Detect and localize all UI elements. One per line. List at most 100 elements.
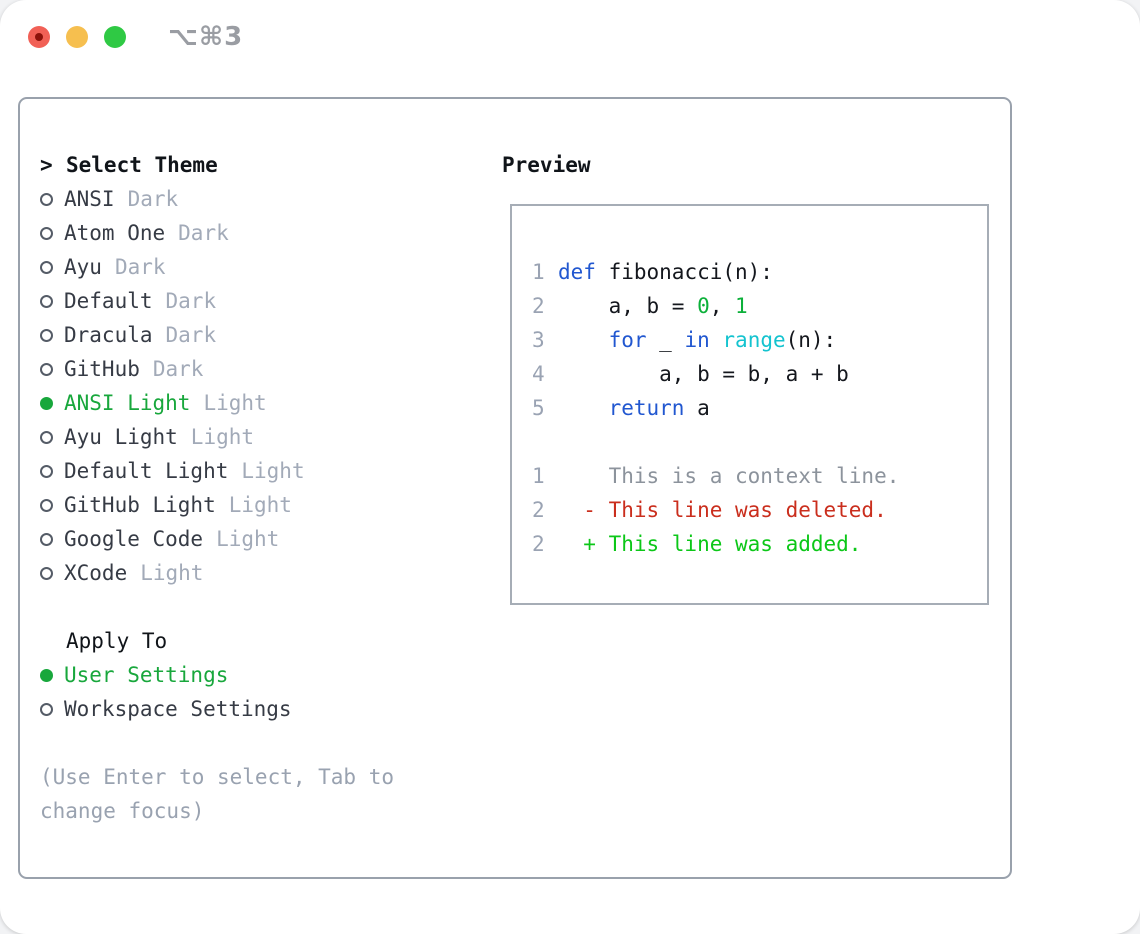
code-line: 2 a, b = 0, 1 bbox=[532, 289, 977, 323]
radio-selected-icon bbox=[40, 396, 53, 410]
code-segment: a, b = bbox=[558, 294, 698, 318]
theme-option-ansi[interactable]: ANSI Dark bbox=[40, 182, 480, 216]
theme-option-label: XCode bbox=[64, 561, 128, 585]
radio-unselected-icon bbox=[40, 362, 53, 376]
apply-option-workspace-settings[interactable]: Workspace Settings bbox=[40, 692, 480, 726]
code-line: 5 return a bbox=[532, 391, 977, 425]
spacer bbox=[40, 726, 480, 760]
apply-option-label: User Settings bbox=[64, 663, 229, 687]
line-number bbox=[532, 226, 545, 250]
theme-option-label: Atom One bbox=[64, 221, 166, 245]
theme-option-label: Google Code bbox=[64, 527, 204, 551]
code-segment: + This line was added. bbox=[558, 532, 862, 556]
spacer bbox=[40, 590, 480, 624]
line-number bbox=[532, 430, 545, 454]
theme-option-label: Ayu bbox=[64, 255, 102, 279]
theme-option-tag: Dark bbox=[127, 187, 179, 211]
theme-option-tag: Light bbox=[241, 459, 305, 483]
minimize-button[interactable] bbox=[66, 26, 88, 48]
maximize-button[interactable] bbox=[104, 26, 126, 48]
code-segment bbox=[558, 396, 609, 420]
code-line bbox=[532, 221, 977, 255]
theme-option-github-light[interactable]: GitHub Light Light bbox=[40, 488, 480, 522]
code-line: 2 - This line was deleted. bbox=[532, 493, 977, 527]
theme-option-label: ANSI bbox=[64, 187, 115, 211]
apply-to-header: Apply To bbox=[40, 624, 480, 658]
line-number: 4 bbox=[532, 362, 545, 386]
radio-unselected-icon bbox=[40, 566, 53, 580]
code-segment bbox=[558, 328, 609, 352]
code-line: 1 This is a context line. bbox=[532, 459, 977, 493]
apply-option-user-settings[interactable]: User Settings bbox=[40, 658, 480, 692]
theme-option-tag: Light bbox=[140, 561, 204, 585]
radio-unselected-icon bbox=[40, 260, 53, 274]
code-line: 2 + This line was added. bbox=[532, 527, 977, 561]
line-number: 3 bbox=[532, 328, 545, 352]
radio-unselected-icon bbox=[40, 430, 53, 444]
theme-option-label: Ayu Light bbox=[64, 425, 178, 449]
radio-unselected-icon bbox=[40, 328, 53, 342]
theme-option-ansi-light[interactable]: ANSI Light Light bbox=[40, 386, 480, 420]
theme-option-tag: Light bbox=[228, 493, 292, 517]
code-segment: , bbox=[709, 294, 736, 318]
radio-unselected-icon bbox=[40, 192, 53, 206]
theme-option-default-light[interactable]: Default Light Light bbox=[40, 454, 480, 488]
hint-text-line-2: change focus) bbox=[40, 799, 205, 823]
theme-option-label: GitHub Light bbox=[64, 493, 216, 517]
theme-option-tag: Dark bbox=[152, 357, 204, 381]
line-number: 1 bbox=[532, 260, 545, 284]
select-theme-title: Select Theme bbox=[66, 153, 218, 177]
close-button[interactable] bbox=[28, 26, 50, 48]
code-segment: fibonacci(n): bbox=[595, 260, 773, 284]
theme-option-tag: Light bbox=[203, 391, 267, 415]
code-segment: range bbox=[722, 328, 786, 352]
theme-option-label: Dracula bbox=[64, 323, 153, 347]
radio-unselected-icon bbox=[40, 532, 53, 546]
theme-option-tag: Dark bbox=[165, 289, 217, 313]
theme-option-default[interactable]: Default Dark bbox=[40, 284, 480, 318]
apply-option-label: Workspace Settings bbox=[64, 697, 292, 721]
theme-option-github[interactable]: GitHub Dark bbox=[40, 352, 480, 386]
line-number: 2 bbox=[532, 498, 545, 522]
radio-unselected-icon bbox=[40, 464, 53, 478]
code-segment: 0 bbox=[697, 294, 710, 318]
window-shortcut-label: ⌥⌘3 bbox=[168, 22, 244, 52]
focus-caret-icon: > bbox=[40, 153, 53, 177]
code-segment: in bbox=[684, 328, 710, 352]
radio-selected-icon bbox=[40, 668, 53, 682]
radio-unselected-icon bbox=[40, 498, 53, 512]
code-line: 3 for _ in range(n): bbox=[532, 323, 977, 357]
theme-option-tag: Light bbox=[190, 425, 255, 449]
code-segment: a, b = b, a + b bbox=[558, 362, 849, 386]
code-segment: for bbox=[608, 328, 647, 352]
code-segment: (n): bbox=[785, 328, 837, 352]
line-number: 2 bbox=[532, 532, 545, 556]
theme-option-label: GitHub bbox=[64, 357, 140, 381]
theme-option-label: Default Light bbox=[64, 459, 229, 483]
hint-text-line-1: (Use Enter to select, Tab to bbox=[40, 765, 395, 789]
theme-option-tag: Dark bbox=[178, 221, 229, 245]
theme-option-ayu-light[interactable]: Ayu Light Light bbox=[40, 420, 480, 454]
radio-unselected-icon bbox=[40, 702, 53, 716]
preview-title: Preview bbox=[502, 153, 591, 177]
code-segment: 1 bbox=[735, 294, 748, 318]
code-segment: _ bbox=[646, 328, 685, 352]
select-theme-header: > Select Theme bbox=[40, 148, 480, 182]
theme-option-label: ANSI Light bbox=[64, 391, 191, 415]
code-segment: a bbox=[684, 396, 710, 420]
code-line: 4 a, b = b, a + b bbox=[532, 357, 977, 391]
code-line bbox=[532, 425, 977, 459]
radio-unselected-icon bbox=[40, 226, 53, 240]
theme-option-xcode[interactable]: XCode Light bbox=[40, 556, 480, 590]
theme-option-atom-one[interactable]: Atom One Dark bbox=[40, 216, 480, 250]
code-segment: return bbox=[608, 396, 685, 420]
theme-option-label: Default bbox=[64, 289, 153, 313]
